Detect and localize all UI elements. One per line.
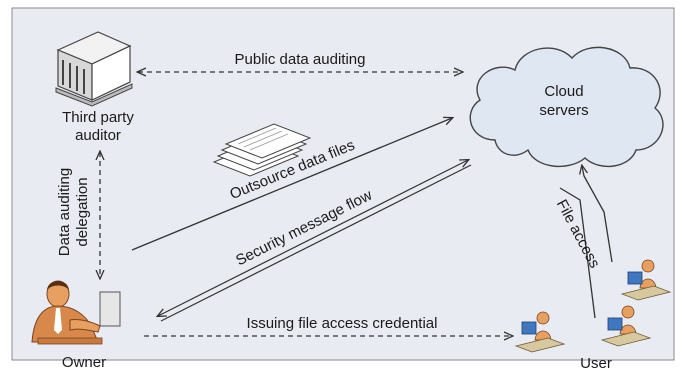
delegation-label-line2: delegation	[74, 177, 91, 246]
building-icon	[55, 31, 133, 107]
public-auditing-label: Public data auditing	[235, 51, 366, 68]
user-computer-icon	[514, 259, 672, 353]
security-arrow-line-a	[158, 160, 468, 316]
auditor-label-line2: auditor	[75, 127, 121, 144]
auditor-label-line1: Third party	[62, 109, 134, 126]
owner-label: Owner	[62, 354, 106, 371]
user-label: User	[580, 355, 612, 372]
security-arrow-line-b	[160, 164, 472, 322]
cloud-icon	[469, 46, 664, 168]
cloud-label-line1: Cloud	[544, 83, 583, 100]
cloud-label-line2: servers	[539, 102, 588, 119]
delegation-label-line1: Data auditing	[56, 168, 73, 256]
file-access-arrow	[582, 166, 613, 263]
file-access-line-left	[559, 187, 596, 319]
owner-person-icon	[31, 280, 121, 345]
issuing-label: Issuing file access credential	[247, 315, 438, 332]
